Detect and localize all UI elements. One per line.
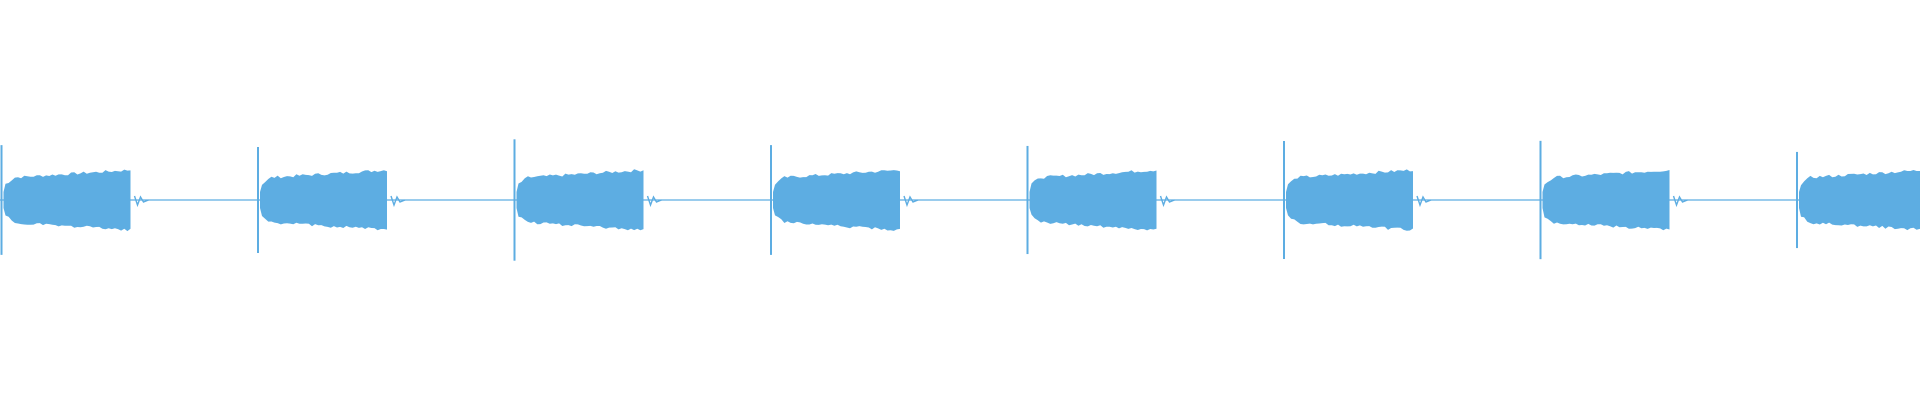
pulse-attack-spike <box>1026 145 1029 255</box>
pulse-body <box>516 167 644 233</box>
pulse-body <box>773 167 900 233</box>
pulse-attack-spike <box>1283 140 1285 260</box>
pulse-body <box>1799 170 1920 231</box>
pulse-body <box>1029 167 1157 233</box>
pulse-body <box>3 167 131 233</box>
pulse-release-ripple <box>1416 195 1432 208</box>
pulse-release-ripple <box>646 195 662 208</box>
pulse-attack-spike <box>1539 140 1542 260</box>
pulse-attack-spike <box>770 145 772 255</box>
pulse-attack-spike <box>257 146 259 254</box>
pulse-release-ripple <box>133 195 149 208</box>
pulse-attack-spike <box>513 139 516 261</box>
pulse-attack-spike <box>0 145 3 255</box>
pulse-body <box>1286 167 1413 233</box>
pulse-body <box>1542 167 1670 233</box>
pulse-attack-spike <box>1796 151 1798 249</box>
pulse-release-ripple <box>1159 195 1175 208</box>
pulse-release-ripple <box>903 195 919 208</box>
waveform-layer <box>0 139 1920 261</box>
pulse-body <box>260 167 387 233</box>
pulse-release-ripple <box>390 195 406 208</box>
pulse-release-ripple <box>1672 195 1688 208</box>
